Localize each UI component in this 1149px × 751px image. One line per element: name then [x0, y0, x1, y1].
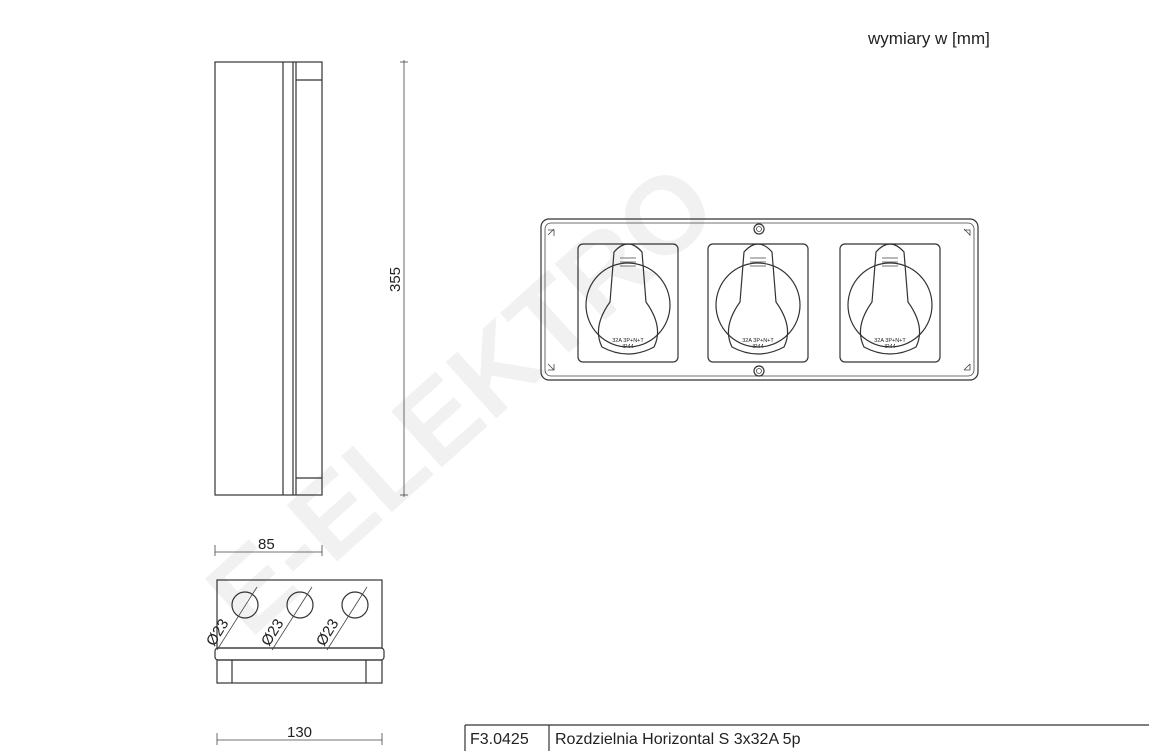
- socket-ip: IP44: [884, 344, 895, 350]
- socket-ip: IP44: [622, 344, 633, 350]
- product-name: Rozdzielnia Horizontal S 3x32A 5p: [555, 731, 801, 748]
- cable-gland-hole: [286, 591, 314, 619]
- width-label: 130: [287, 724, 312, 741]
- units-note: wymiary w [mm]: [867, 29, 990, 48]
- width-dimension: 130: [216, 724, 383, 745]
- cable-gland-hole: [231, 591, 259, 619]
- depth-dimension: 85: [214, 536, 323, 556]
- side-view: [214, 61, 323, 496]
- socket-rating: 32A 3P+N+T: [874, 338, 906, 344]
- socket-rating: 32A 3P+N+T: [742, 338, 774, 344]
- socket-ip: IP44: [752, 344, 763, 350]
- cable-gland-hole: [341, 591, 369, 619]
- depth-label: 85: [258, 536, 275, 553]
- product-code: F3.0425: [470, 731, 529, 748]
- height-dimension: 355: [387, 60, 408, 497]
- height-label: 355: [387, 267, 404, 292]
- socket-rating: 32A 3P+N+T: [612, 338, 644, 344]
- title-block: F3.0425 Rozdzielnia Horizontal S 3x32A 5…: [464, 724, 1149, 751]
